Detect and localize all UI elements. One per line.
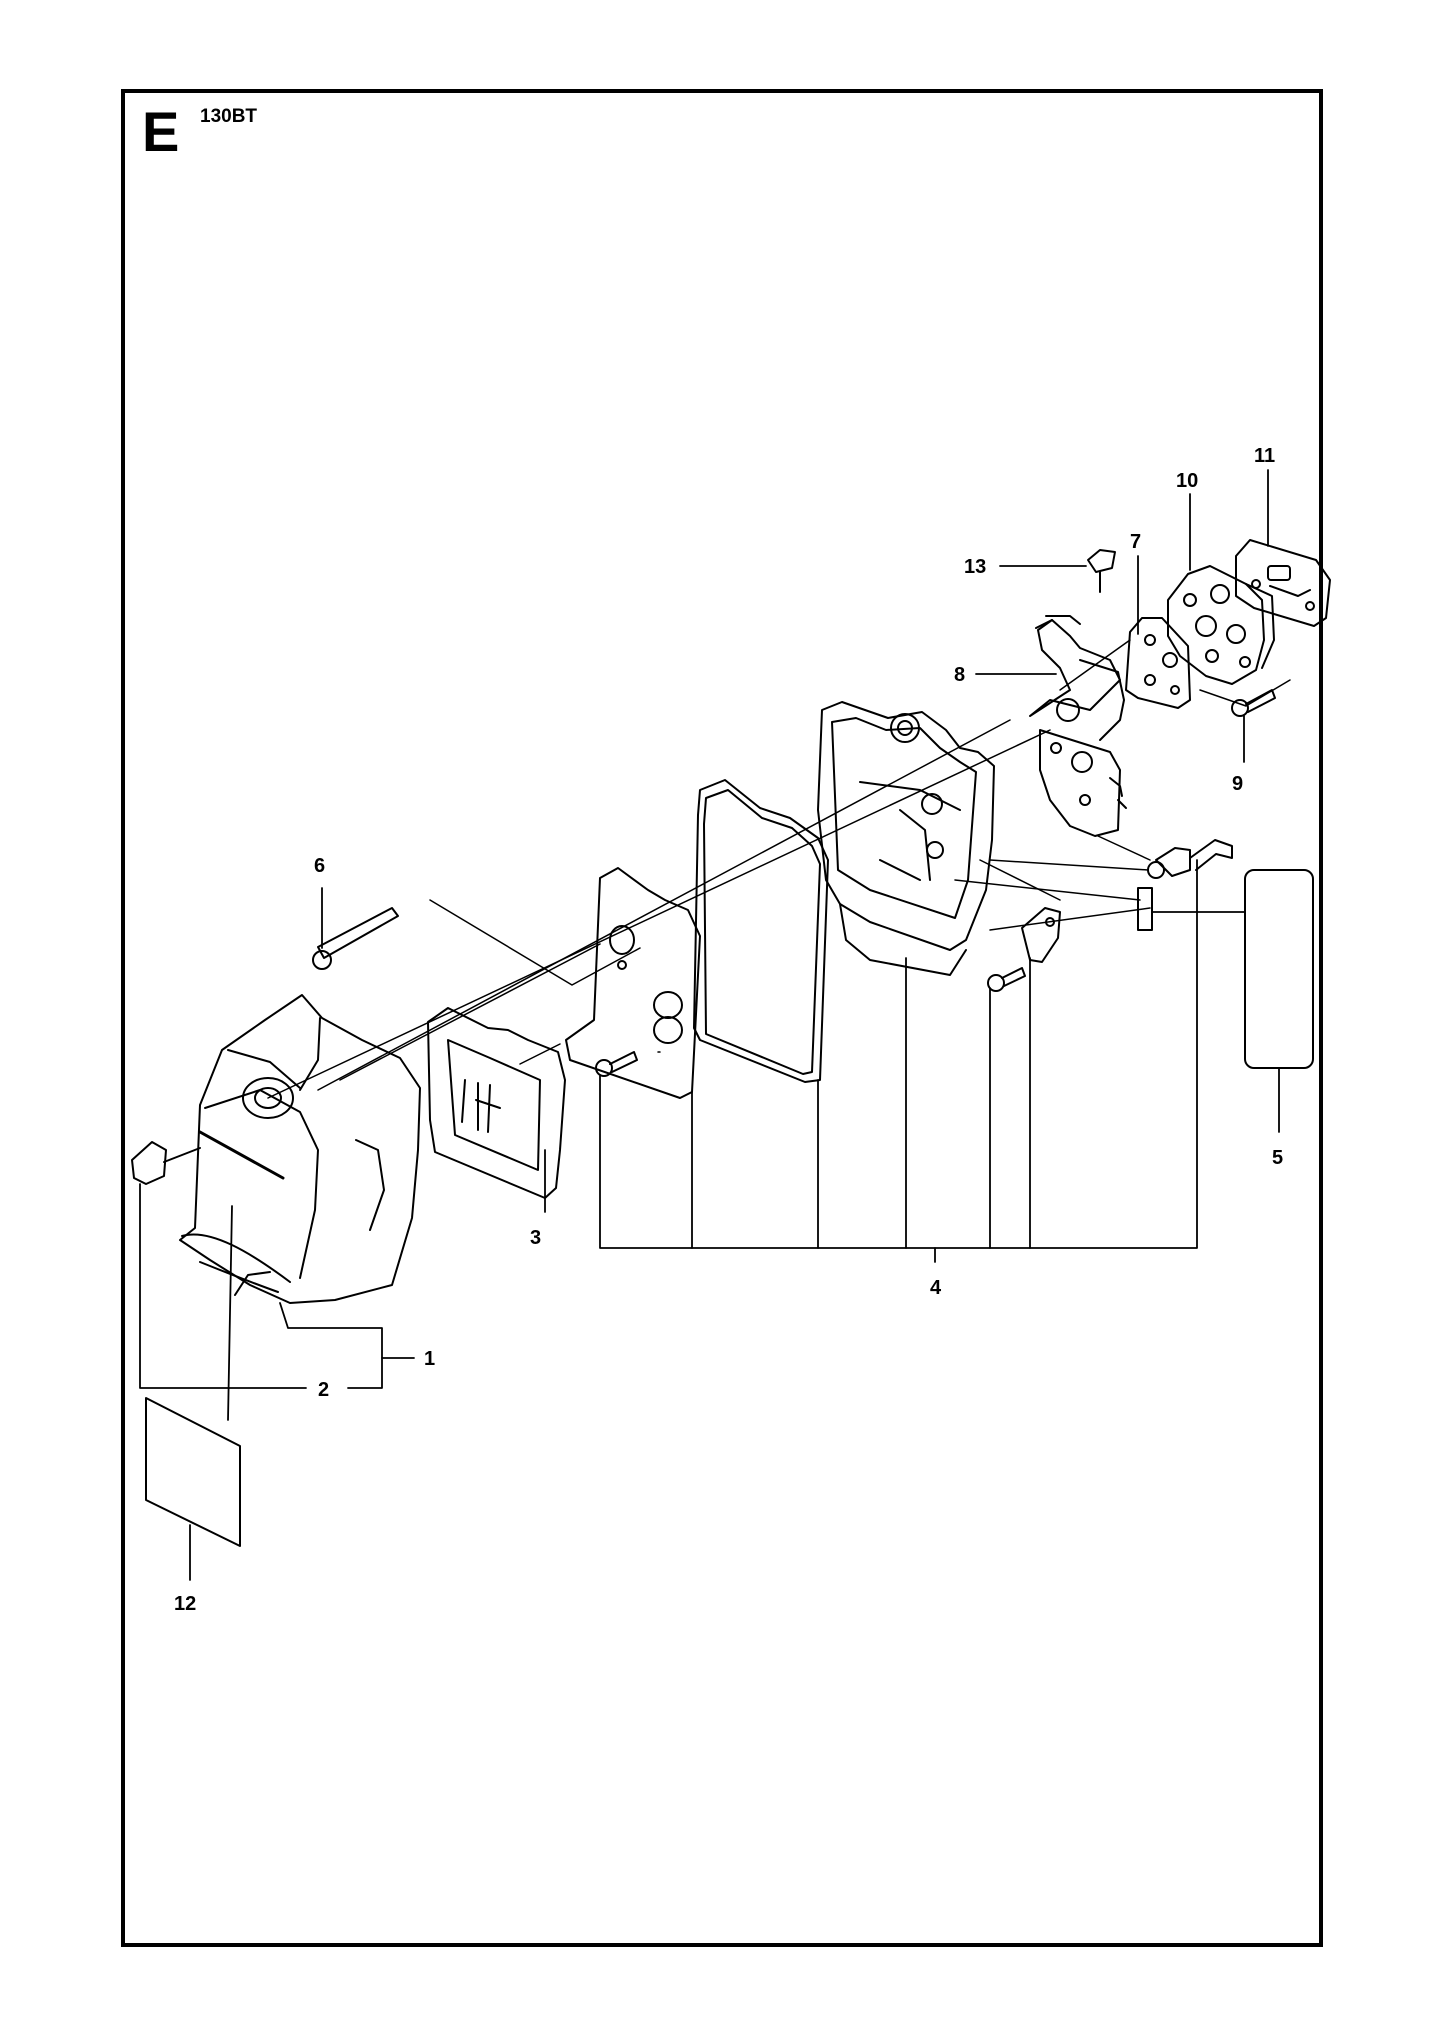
decal-part [1244, 869, 1314, 1069]
callout-13: 13 [964, 556, 986, 578]
callout-7: 7 [1130, 531, 1141, 553]
callout-2: 2 [318, 1379, 329, 1401]
pump-cover-part [1167, 565, 1275, 685]
filter-cover-part [179, 994, 421, 1304]
callout-11: 11 [1254, 445, 1275, 467]
small-screw-part [595, 967, 1026, 1077]
assembly-lines [267, 639, 1291, 1099]
section-letter: E [142, 100, 180, 163]
hose-connector-part [1147, 839, 1233, 879]
callout-3: 3 [530, 1227, 541, 1249]
model-label: 130BT [200, 106, 258, 127]
page-frame [121, 89, 1323, 1947]
callout-10: 10 [1176, 470, 1198, 492]
clip-part [1087, 549, 1116, 593]
pump-gasket-part [1235, 539, 1331, 627]
air-filter-part [427, 1007, 566, 1199]
cover-knob-part [131, 1141, 201, 1185]
carburetor-gasket-part [1125, 617, 1191, 709]
filter-plate-part [565, 867, 701, 1099]
callout-8: 8 [954, 664, 965, 686]
carburetor-screw-part [1231, 689, 1276, 717]
callout-6: 6 [314, 855, 325, 877]
long-screw-part [312, 907, 399, 970]
bracket-part [1021, 907, 1061, 963]
callout-1: 1 [424, 1348, 435, 1370]
callout-4: 4 [930, 1277, 942, 1299]
carburetor-part [1029, 615, 1127, 837]
small-label-part [1137, 887, 1153, 931]
callout-12: 12 [174, 1593, 196, 1615]
gasket-part [693, 779, 829, 1083]
callout-5: 5 [1272, 1147, 1283, 1169]
callout-9: 9 [1232, 773, 1243, 795]
filter-housing-part [817, 701, 995, 976]
callout-labels: 1 2 3 4 5 6 7 8 9 10 11 12 13 [174, 445, 1283, 1615]
leader-lines [139, 469, 1280, 1581]
label-sheet-part [145, 1397, 241, 1547]
